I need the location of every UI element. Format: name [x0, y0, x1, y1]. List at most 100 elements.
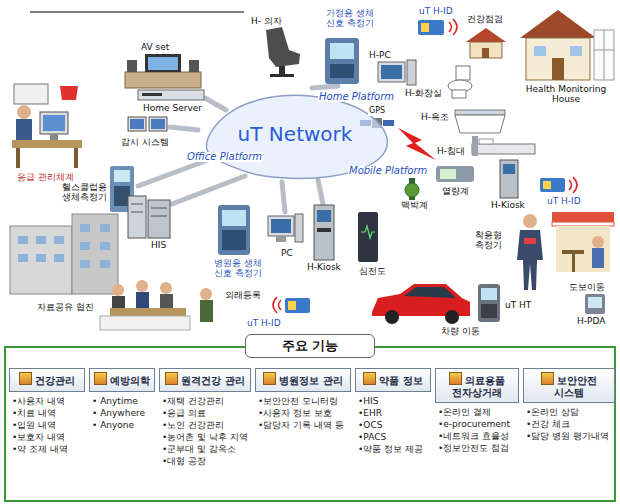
pda-icon: [585, 294, 605, 314]
bullet-item: •입원 내역: [12, 419, 85, 431]
pc-icon: [268, 214, 303, 242]
wearable-person-icon: [524, 238, 536, 244]
cafe-icon: [592, 236, 604, 248]
kiosk-icon: [500, 160, 518, 198]
toilet-icon: [456, 66, 470, 80]
lightning-bolt: [398, 128, 436, 160]
bullet-item: •약품 정보 제공: [358, 443, 431, 455]
bullet-item: •e-procurement: [438, 418, 519, 430]
server-rack-icon: [128, 196, 146, 238]
health-house-icon: [594, 30, 614, 80]
function-category: 예방의학• Anytime• Anywhere• Anyone: [89, 368, 155, 431]
bullet-item: •온라인 상담: [526, 406, 615, 418]
wireless-waves: [569, 180, 572, 190]
emergency-desk-icon: [40, 112, 68, 134]
bullet-item: •사용자 내역: [12, 395, 85, 407]
toilet-icon: [452, 90, 466, 98]
hospital-building-icon: [80, 260, 90, 268]
id-card-icon: [418, 20, 444, 35]
house-icon: [466, 28, 506, 58]
health-house-icon: [520, 10, 614, 80]
calorie-meter-icon: [436, 166, 474, 182]
kiosk-icon: [317, 228, 331, 232]
meeting-people-icon: [136, 292, 149, 308]
wearable-person-icon: [517, 214, 543, 290]
hospital-building-icon: [80, 242, 90, 250]
bullet-item: •재택 건강관리: [162, 395, 251, 407]
av-set-icon: [125, 54, 201, 88]
lightning-bolt: [398, 128, 436, 160]
av-set-icon: [127, 60, 137, 72]
network-link: [172, 176, 245, 204]
id-card-icon: [285, 298, 310, 313]
emergency-desk-icon: [16, 119, 32, 140]
ecg-device-icon: [358, 212, 378, 262]
function-category: 의료용품 전자상거래•온라인 결제•e-procurement•네트워크 효율성…: [435, 368, 519, 454]
calorie-meter-icon: [436, 166, 474, 182]
toilet-icon: [448, 66, 472, 98]
wireless-waves: [279, 300, 282, 310]
server-rack-icon: [148, 200, 170, 238]
function-category: 건강관리•사용자 내역•치료 내역•입원 내역•보호자 내역•약 조제 내역: [9, 368, 85, 455]
bed-icon: [472, 144, 535, 154]
device-label: GPS: [368, 106, 386, 116]
device-label: 병원용 생체 신호 측정기: [210, 258, 266, 278]
rule-line: [30, 12, 244, 13]
device-label: 감시 시스템: [120, 137, 170, 147]
hospital-monitor-icon: [218, 205, 250, 255]
bathtub-icon: [455, 115, 505, 133]
health-house-icon: [534, 46, 546, 56]
chair-icon: [279, 66, 285, 75]
monitor-icon: [128, 117, 167, 131]
device-label: 열량계: [441, 186, 470, 196]
device-label: 착용형 측정기: [468, 230, 508, 250]
pulse-watch-icon: [405, 178, 419, 202]
health-house-icon: [526, 38, 590, 80]
network-link: [282, 182, 285, 212]
cafe-icon: [552, 212, 614, 222]
hospital-building-icon: [100, 242, 110, 250]
kiosk-icon: [503, 164, 515, 174]
bullet-item: •온라인 결제: [438, 406, 519, 418]
device-label: 맥박계: [400, 200, 429, 210]
av-set-icon: [189, 60, 199, 72]
hospital-building-icon: [100, 260, 110, 268]
emergency-desk-icon: [14, 84, 48, 104]
home-server-icon: [142, 93, 162, 96]
bullet-item: •PACS: [358, 431, 431, 443]
wireless-waves: [273, 297, 281, 313]
hospital-building-icon: [54, 236, 64, 244]
emergency-desk-icon: [60, 86, 78, 100]
home-monitor-icon: [325, 38, 359, 84]
category-title: 병원정보 관리: [255, 368, 351, 392]
bathtub-icon: [455, 110, 505, 115]
car-icon: [385, 310, 399, 324]
car-icon: [404, 287, 456, 298]
meeting-people-icon: [160, 282, 172, 294]
id-card-icon: [540, 178, 565, 192]
cafe-icon: [556, 226, 610, 272]
emergency-desk-icon: [16, 148, 20, 168]
satellite-icon: [383, 120, 394, 126]
pc-icon: [271, 219, 291, 233]
meeting-people-icon: [112, 296, 125, 310]
health-house-icon: [570, 46, 582, 56]
server-rack-icon: [128, 196, 170, 238]
hospital-building-icon: [10, 226, 72, 294]
bullet-item: •사용자 정보 보호: [258, 407, 351, 419]
meeting-people-icon: [136, 280, 148, 292]
monitor-icon: [149, 117, 167, 131]
pda-icon: [588, 297, 602, 308]
health-house-icon: [520, 10, 596, 38]
calorie-meter-icon: [440, 169, 456, 179]
meeting-people-icon: [112, 284, 124, 296]
network-link: [205, 98, 226, 110]
network-link: [170, 127, 198, 130]
function-category: 약품 정보•HIS•EHR•OCS•PACS•약품 정보 제공: [355, 368, 431, 455]
hospital-building-icon: [18, 236, 28, 244]
platform-label: Home Platform: [318, 92, 395, 102]
device-label: H-PDA: [576, 316, 606, 326]
bullet-item: •군부대 및 감옥소: [162, 443, 251, 455]
bullet-item: •보안안전 모니터링: [258, 395, 351, 407]
home-server-icon: [138, 90, 204, 100]
